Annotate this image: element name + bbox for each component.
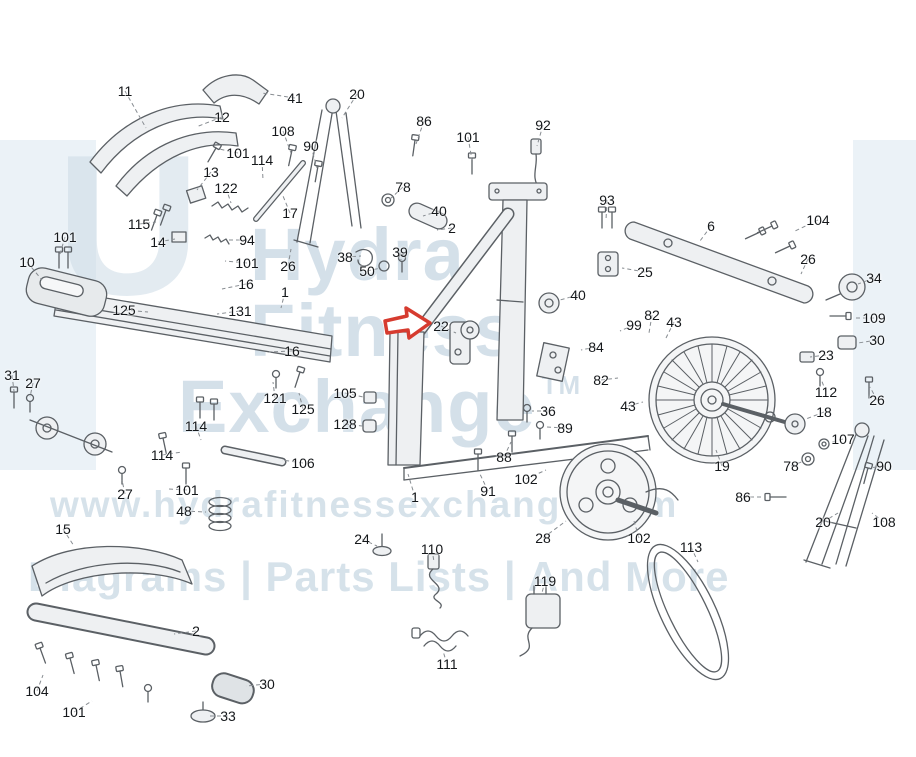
upright-column [413,182,548,421]
hardware-cluster-left [147,185,249,245]
handrail-covers [89,103,239,197]
mid-hardware-cluster [473,342,570,471]
crank-pulley [559,443,679,541]
upper-post [293,98,362,248]
front-stabilizer [26,545,255,723]
spring [208,496,232,532]
lower-right-post [764,422,885,569]
seat-pad [25,267,108,317]
idler-bracket [449,320,480,365]
highlight-arrow-icon [383,306,432,340]
drive-belt [646,543,730,681]
top-bracket [202,74,269,105]
flywheel [648,336,830,466]
wiring-cables [411,553,469,652]
front-channel [387,331,425,466]
rear-stabilizer [597,206,874,399]
power-adapter [519,585,561,657]
rollers [29,416,287,467]
leader-lines [11,90,885,717]
